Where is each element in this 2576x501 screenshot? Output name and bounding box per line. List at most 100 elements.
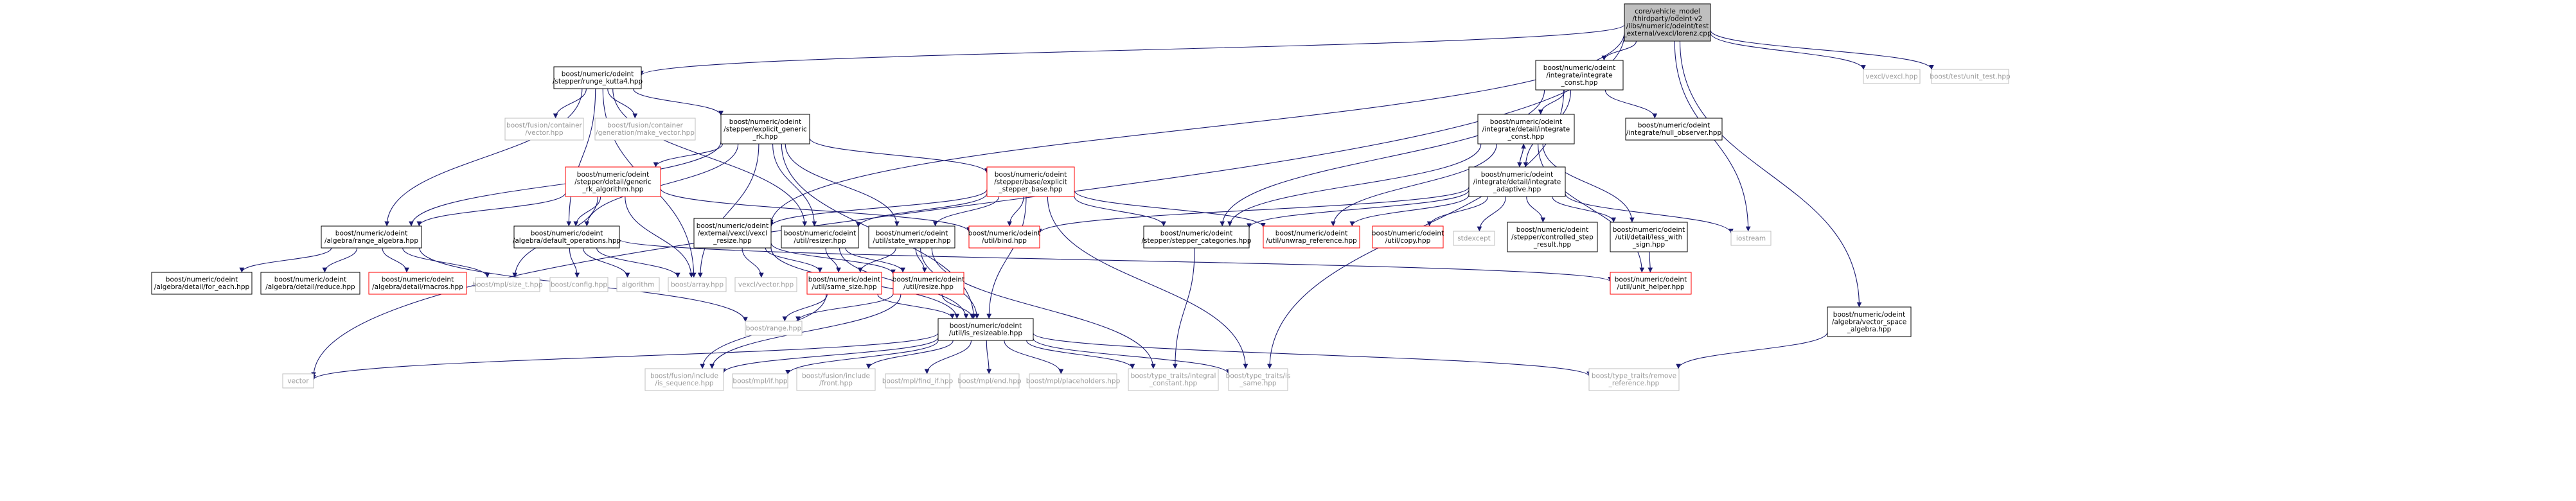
edge-isres-to-isseq [721,337,939,374]
edge-isres-to-findif [924,340,972,374]
edge-rk4-to-fusvec [553,88,587,119]
node-reduce-box [260,272,360,295]
node-rangealg[interactable]: boost/numeric/odeint/algebra/range_algeb… [321,225,422,249]
node-ctrlres[interactable]: boost/numeric/odeint/stepper/controlled_… [1507,222,1598,252]
edge-defops-to-algorithm [582,247,630,278]
node-foreach-label-line: /algebra/detail/for_each.hpp [154,283,250,291]
node-genalg-box [565,166,661,197]
edge-isres-to-placeholders [1004,340,1064,374]
edge-intadapt-to-stepcat [1247,189,1470,229]
node-vexclhpp-label-line: vexcl/vexcl.hpp [1865,73,1918,80]
node-vexclvector-label-line: vexcl/vector.hpp [738,281,794,288]
edge-intconst-to-unithelper [1538,143,1645,273]
node-foreach[interactable]: boost/numeric/odeint/algebra/detail/for_… [151,272,253,295]
edge-rk4-to-defops [566,88,596,227]
node-ctrlres-label-line: /stepper/controlled_step [1511,233,1594,241]
edge-intconst-to-stepcat [1227,143,1482,227]
node-bind[interactable]: boost/numeric/odeint/util/bind.hpp [968,225,1040,249]
edge-vexclresize-to-samesize [765,247,822,273]
node-unittest-box [1931,69,2009,84]
node-integrate-label-line: /integrate/integrate [1546,71,1612,79]
node-mplif: boost/mpl/if.hpp [732,373,788,389]
edge-statewrap-to-resize [915,247,927,273]
node-isseq-label-line: /is_sequence.hpp [655,380,713,387]
node-mplend-box [959,373,1020,389]
node-fusgen-box [594,118,696,141]
edge-expgen-to-array [697,143,759,278]
node-vexclresize-label-line: boost/numeric/odeint [697,222,768,230]
node-fusvec: boost/fusion/container/vector.hpp [504,118,584,141]
edge-expbase-to-unwrap [1074,190,1266,228]
node-rangealg-label-line: boost/numeric/odeint [335,230,407,238]
node-lesswith[interactable]: boost/numeric/odeint/util/detail/less_wi… [1610,222,1688,252]
node-range-box [745,321,803,336]
node-unithelper-label-line: /util/unit_helper.hpp [1617,283,1684,291]
edge-expgen-to-expbase [809,137,990,173]
node-reduce[interactable]: boost/numeric/odeint/algebra/detail/redu… [260,272,360,295]
node-fusvec-label-line: /vector.hpp [525,129,564,137]
node-findif-label-line: boost/mpl/find_if.hpp [882,377,954,385]
node-defops-label-line: boost/numeric/odeint [531,230,603,238]
node-isres[interactable]: boost/numeric/odeint/util/is_resizeable.… [937,318,1034,341]
node-intadapt[interactable]: boost/numeric/odeint/integrate/detail/in… [1468,166,1566,197]
node-placeholders: boost/mpl/placeholders.hpp [1026,373,1121,389]
edge-root-to-vecspace [1679,40,1862,308]
node-rk4[interactable]: boost/numeric/odeint/stepper/runge_kutta… [553,66,643,89]
node-stepcat-label-line: /stepper/stepper_categories.hpp [1142,237,1252,245]
node-isres-box [937,318,1034,341]
node-samesize[interactable]: boost/numeric/odeint/util/same_size.hpp [806,272,882,295]
node-fusgen-label-line: boost/fusion/container [607,122,683,130]
node-resize[interactable]: boost/numeric/odeint/util/resize.hpp [893,272,964,295]
node-intconst[interactable]: boost/numeric/odeint/integrate/detail/in… [1477,114,1575,145]
edge-isres-to-vector [311,333,939,380]
node-nullobs-label-line: boost/numeric/odeint [1638,122,1710,130]
node-vecspace[interactable]: boost/numeric/odeint/algebra/vector_spac… [1827,306,1912,337]
node-rk4-label-line: boost/numeric/odeint [562,71,634,78]
node-issame-box [1228,368,1288,391]
node-expbase[interactable]: boost/numeric/odeint/stepper/base/explic… [986,166,1075,197]
node-lesswith-box [1610,222,1688,252]
node-rangealg-label-line: /algebra/range_algebra.hpp [324,237,418,245]
node-defops[interactable]: boost/numeric/odeint/algebra/default_ope… [513,225,621,249]
node-statewrap-box [868,225,955,249]
node-fusvec-label-line: boost/fusion/container [506,122,582,130]
edge-expbase-to-isres [986,196,1027,319]
node-genalg[interactable]: boost/numeric/odeint/stepper/detail/gene… [565,166,661,197]
edge-expbase-to-bind [1007,196,1024,227]
node-algorithm: algorithm [616,277,660,292]
node-vecspace-label-line: boost/numeric/odeint [1833,311,1905,319]
node-iostream: iostream [1730,231,1772,246]
edge-defops-to-unithelper [619,239,1613,282]
node-isseq-box [644,368,724,391]
node-samesize-label-line: boost/numeric/odeint [808,276,880,284]
node-statewrap[interactable]: boost/numeric/odeint/util/state_wrapper.… [868,225,955,249]
edge-isres-to-mplif [785,340,939,375]
node-isres-label-line: boost/numeric/odeint [950,322,1022,330]
node-copy[interactable]: boost/numeric/odeint/util/copy.hpp [1372,225,1444,249]
node-foreach-box [151,272,253,295]
node-unittest: boost/test/unit_test.hpp [1930,69,2011,84]
node-macros[interactable]: boost/numeric/odeint/algebra/detail/macr… [368,272,467,295]
node-issame-label-line: boost/type_traits/is [1226,373,1291,380]
node-ctrlres-label-line: boost/numeric/odeint [1516,226,1588,234]
edge-isres-to-removeref [1033,333,1592,377]
edge-rangealg-to-sizet [402,247,490,278]
node-integrate[interactable]: boost/numeric/odeint/integrate/integrate… [1535,60,1624,91]
edge-root-to-unittest [1710,30,1934,70]
node-resizer-label-line: boost/numeric/odeint [784,230,856,238]
node-nullobs[interactable]: boost/numeric/odeint/integrate/null_obse… [1625,118,1723,141]
edge-resizer-to-samesize [825,247,841,273]
node-unwrap[interactable]: boost/numeric/odeint/util/unwrap_referen… [1263,225,1360,249]
node-vexclresize[interactable]: boost/numeric/odeint/external/vexcl/vexc… [693,218,772,249]
edge-expgen-to-statewrap [785,143,900,227]
node-stepcat[interactable]: boost/numeric/odeint/stepper/stepper_cat… [1142,225,1252,249]
node-root[interactable]: core/vehicle_model/thirdparty/odeint-v2/… [1622,3,1712,42]
node-rk4-box [553,66,642,89]
node-expgen-label-line: /stepper/explicit_generic [724,125,807,133]
node-expgen[interactable]: boost/numeric/odeint/stepper/explicit_ge… [720,114,810,145]
node-unithelper[interactable]: boost/numeric/odeint/util/unit_helper.hp… [1610,272,1692,295]
edge-intconst-to-lesswith [1542,143,1635,223]
node-expgen-box [720,114,810,145]
edge-resize-to-range [795,293,894,322]
node-resizer[interactable]: boost/numeric/odeint/util/resizer.hpp [781,225,859,249]
